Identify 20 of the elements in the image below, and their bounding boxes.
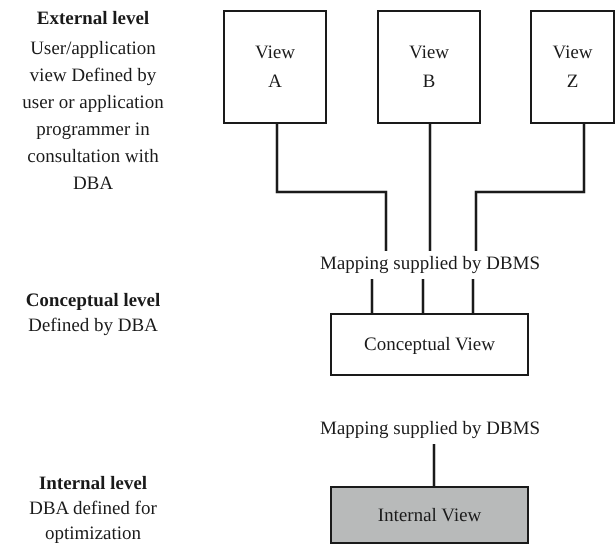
conceptual-view-box: Conceptual View <box>330 313 529 376</box>
connector-line <box>428 124 432 251</box>
connector-line <box>422 279 424 313</box>
connector-line <box>474 124 586 251</box>
connector-line <box>370 279 374 313</box>
level-heading: External level <box>36 7 150 31</box>
connector-line <box>432 444 436 486</box>
level-description: User/application view Defined by user or application programmer in consultation with DBA <box>21 37 165 196</box>
mapping-text: Mapping supplied by DBMS <box>270 414 590 442</box>
level-heading: Internal level <box>38 472 148 496</box>
connector-line <box>472 279 474 313</box>
view-box: View A <box>223 10 327 124</box>
level-heading: Conceptual level <box>24 289 162 313</box>
level-description: DBA defined for optimization <box>28 497 158 545</box>
level-description: Defined by DBA <box>27 314 159 338</box>
mapping-text: Mapping supplied by DBMS <box>270 249 590 277</box>
internal-view-box: Internal View <box>330 486 529 544</box>
view-box: View Z <box>530 10 615 124</box>
view-box: View B <box>377 10 481 124</box>
connector-line <box>276 124 388 251</box>
